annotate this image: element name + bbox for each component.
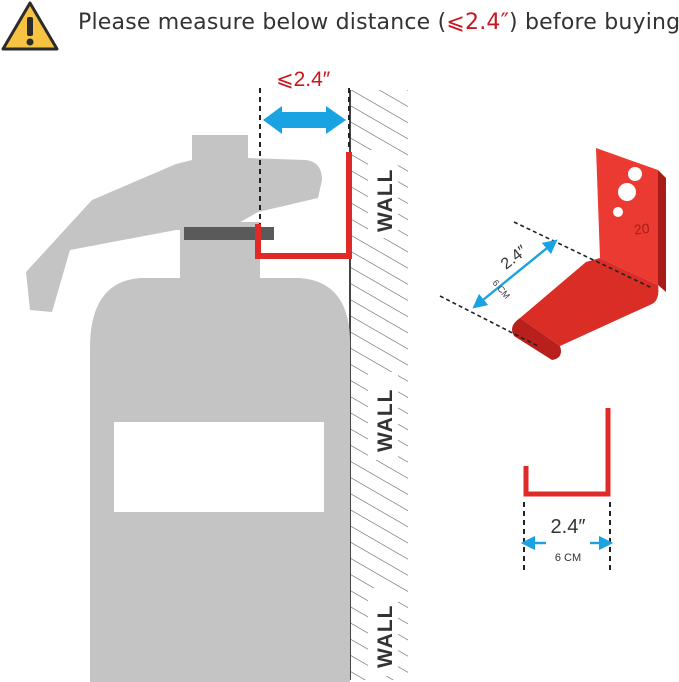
wall-label-2: WALL <box>374 389 397 452</box>
bracket-photo-inch: 2.4″ <box>498 242 531 273</box>
header-text-highlight: ⩽2.4″ <box>446 10 510 35</box>
bracket-photo-cm: 6 CM <box>490 278 511 301</box>
bracket-photo: 20 <box>439 148 666 360</box>
profile-cm: 6 CM <box>555 552 581 564</box>
measure-top-inch: ⩽2.4″ <box>276 68 331 91</box>
header-text-after: ) before buying. <box>509 10 679 35</box>
profile-inch: 2.4″ <box>551 516 586 538</box>
bracket-cross-section <box>255 152 352 259</box>
cm-arrow <box>263 106 346 134</box>
header-instruction: Please measure below distance (⩽2.4″) be… <box>78 10 679 35</box>
wall-label-1: WALL <box>374 169 397 232</box>
wall-label-3: WALL <box>374 605 397 668</box>
extinguisher-strap <box>184 227 274 240</box>
extinguisher-silhouette <box>26 135 351 682</box>
warning-icon <box>1 1 59 51</box>
bracket-profile <box>523 408 611 497</box>
bracket-stamp: 20 <box>633 220 650 238</box>
header-text-before: Please measure below distance ( <box>78 10 447 35</box>
